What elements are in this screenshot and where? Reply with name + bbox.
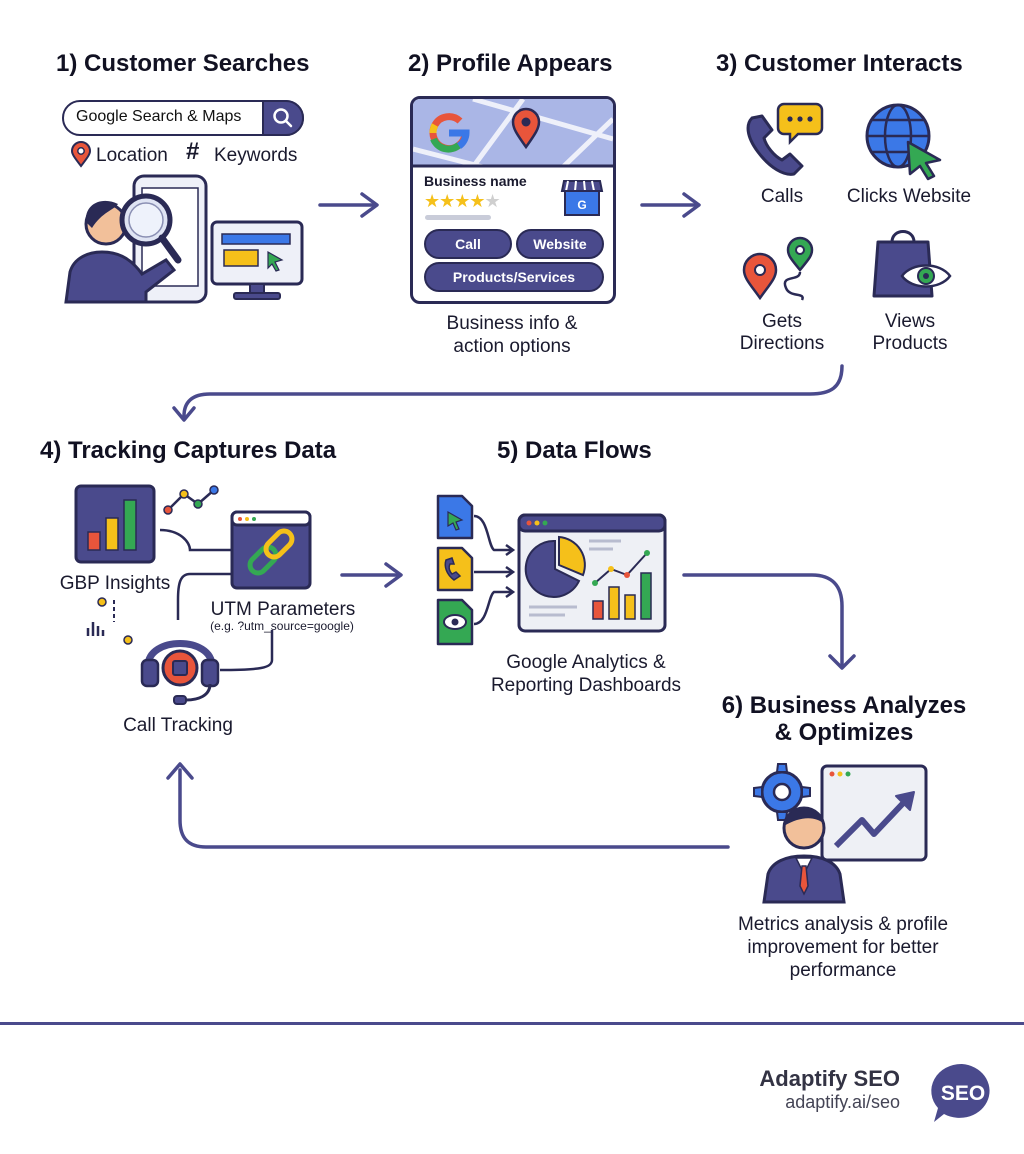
info-placeholder-line: [425, 215, 491, 220]
business-analyst-illustration: [753, 763, 928, 904]
step5-title: 5) Data Flows: [497, 437, 652, 464]
svg-text:G: G: [577, 198, 586, 212]
gets-directions-label-line2: Directions: [739, 333, 825, 354]
directions-route-icon: [742, 236, 814, 301]
utm-example-label: (e.g. ?utm_source=google): [210, 619, 354, 633]
step6-title-line1: 6) Business Analyzes: [721, 692, 967, 719]
analytics-dashboard-icon: [517, 513, 667, 633]
star-rating-icon: ★★★★★: [424, 191, 501, 211]
search-text: Google Search & Maps: [76, 108, 242, 125]
gbp-insights-chart-icon: [74, 484, 156, 564]
map-header: [413, 99, 613, 170]
products-services-button[interactable]: Products/Services: [424, 262, 604, 292]
search-icon: [273, 108, 293, 128]
location-pin-icon: [70, 141, 92, 168]
headset-call-tracking-icon: [140, 640, 220, 705]
brand-name: Adaptify SEO: [759, 1066, 900, 1091]
tracking-connectors: [159, 528, 274, 672]
step4-title: 4) Tracking Captures Data: [40, 437, 337, 464]
views-products-label-line2: Products: [872, 333, 948, 354]
google-g-logo-icon: [429, 113, 470, 153]
views-products-label-line1: Views: [884, 311, 936, 332]
person-searching-illustration: [64, 174, 304, 304]
call-signal-icon: [86, 597, 133, 645]
utm-link-browser-icon: [230, 510, 312, 590]
step6-caption-line1: Metrics analysis & profile: [737, 914, 949, 935]
step1-title: 1) Customer Searches: [56, 50, 310, 77]
phone-call-icon: [746, 102, 824, 176]
data-source-files: [436, 494, 516, 646]
step6-title-line2: & Optimizes: [774, 719, 914, 746]
arrow-5-to-6: [682, 573, 856, 670]
arrow-1-to-2: [318, 192, 379, 218]
step5-caption-line1: Google Analytics &: [506, 652, 666, 673]
gets-directions-label-line1: Gets: [761, 311, 803, 332]
brand-url[interactable]: adaptify.ai/seo: [785, 1092, 900, 1112]
seo-badge-text: SEO: [941, 1082, 985, 1105]
calls-label: Calls: [760, 186, 804, 207]
step6-caption-line2: improvement for better: [747, 937, 939, 958]
call-button[interactable]: Call: [424, 229, 512, 259]
footer-divider: [0, 1022, 1024, 1025]
step2-title: 2) Profile Appears: [408, 50, 613, 77]
step6-caption-line3: performance: [789, 960, 897, 981]
step3-title: 3) Customer Interacts: [716, 50, 963, 77]
step2-caption-line1: Business info &: [446, 313, 578, 334]
clicks-website-label: Clicks Website: [846, 186, 972, 207]
map-pin-icon: [511, 107, 541, 150]
hashtag-icon: #: [186, 138, 200, 165]
storefront-icon: G: [560, 180, 604, 216]
shopping-bag-view-icon: [872, 230, 952, 298]
arrow-2-to-3: [640, 192, 701, 218]
utm-parameters-label: UTM Parameters: [210, 599, 356, 620]
location-label: Location: [96, 145, 168, 166]
call-tracking-label: Call Tracking: [123, 715, 233, 736]
arrow-3-to-4: [172, 364, 844, 422]
gbp-insights-label: GBP Insights: [59, 573, 171, 594]
arrow-4-to-5: [340, 562, 403, 588]
search-bar[interactable]: Google Search & Maps: [62, 100, 304, 136]
step2-caption-line2: action options: [453, 336, 571, 357]
business-profile-card[interactable]: Business name ★★★★★ G Call Website Produ…: [410, 96, 616, 304]
globe-click-icon: [865, 103, 942, 181]
arrow-6-to-4-loop: [166, 762, 730, 849]
search-button[interactable]: [262, 100, 304, 136]
keywords-label: Keywords: [214, 145, 298, 166]
website-button[interactable]: Website: [516, 229, 604, 259]
seo-badge-icon: SEO: [931, 1063, 990, 1122]
step5-caption-line2: Reporting Dashboards: [490, 675, 682, 696]
trend-line-icon: [163, 485, 219, 515]
business-name: Business name: [424, 173, 527, 189]
